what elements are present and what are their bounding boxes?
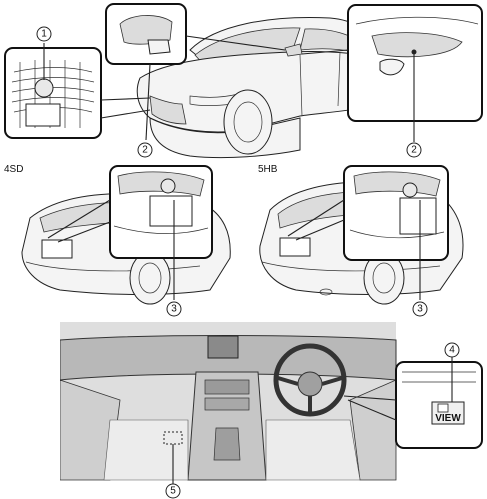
callout-3-circle [412, 301, 428, 317]
inset-connector-line [57, 221, 111, 243]
hatchback-gate-inset [343, 165, 449, 261]
sedan-trunk-inset [109, 165, 213, 259]
callout-1-circle [36, 26, 52, 42]
inset-connector-line [343, 395, 397, 401]
interior-illustration [59, 322, 397, 481]
side-mirror-inset [105, 3, 187, 65]
callout-3-right: 3 [417, 304, 423, 315]
front-car-illustration [136, 17, 399, 159]
callout-3-circle [166, 301, 182, 317]
view-button-inset: VIEW [395, 361, 483, 449]
callout-2-circle [137, 142, 153, 158]
inset-connector-line [295, 219, 345, 241]
label-5hb: 5HB [258, 164, 278, 175]
mirror-underside-inset [347, 4, 483, 122]
inset-connector-line [347, 399, 397, 421]
inset-connector-line [301, 49, 349, 55]
callout-2-left: 2 [142, 145, 148, 156]
grille-camera-inset [4, 47, 102, 139]
inset-connector-line [100, 109, 151, 119]
callout-2-right: 2 [411, 145, 417, 156]
callout-4-circle [444, 342, 460, 358]
inset-connector-line [100, 97, 151, 101]
inset-connector-line [185, 35, 286, 51]
callout-2-circle [406, 142, 422, 158]
inset-connector-line [287, 199, 345, 237]
callout-5-circle [165, 483, 181, 499]
label-4sd: 4SD [4, 164, 23, 175]
callout-4: 4 [449, 345, 455, 356]
view-label: VIEW [435, 413, 461, 424]
callout-1: 1 [41, 29, 47, 40]
callout-3-left: 3 [171, 304, 177, 315]
inset-connector-line [47, 199, 111, 239]
callout-5: 5 [170, 486, 176, 497]
inset-connector-line [145, 63, 151, 141]
